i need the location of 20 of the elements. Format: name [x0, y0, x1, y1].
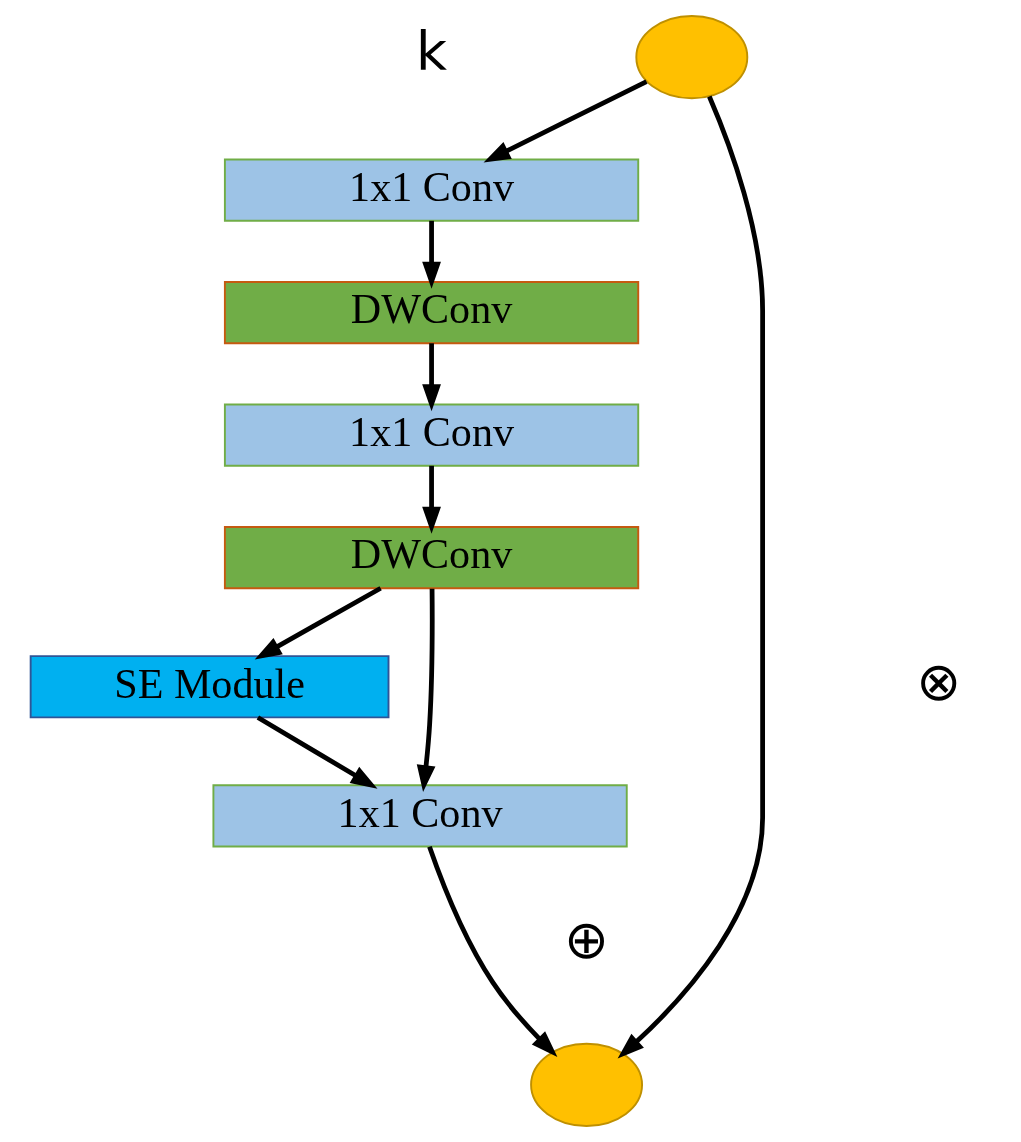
node-circle [530, 1042, 643, 1127]
arrow [256, 715, 378, 789]
node-circle [635, 15, 749, 100]
node-box: SE Module [29, 655, 390, 719]
node-box: 1x1 Conv [223, 403, 640, 467]
label: ⊗ [916, 649, 962, 713]
node-box: DWConv [223, 526, 640, 590]
node-box: 1x1 Conv [212, 784, 628, 848]
arrow [427, 845, 558, 1057]
arrow [254, 586, 382, 660]
arrow [416, 588, 436, 793]
label: ⊕ [564, 908, 610, 972]
arrow [422, 465, 441, 534]
arrow [617, 95, 765, 1059]
arrow [483, 79, 648, 163]
node-box: DWConv [223, 281, 640, 345]
arrow [422, 220, 441, 289]
label: k [416, 20, 448, 84]
node-box: 1x1 Conv [223, 158, 640, 222]
arrow [422, 343, 441, 412]
